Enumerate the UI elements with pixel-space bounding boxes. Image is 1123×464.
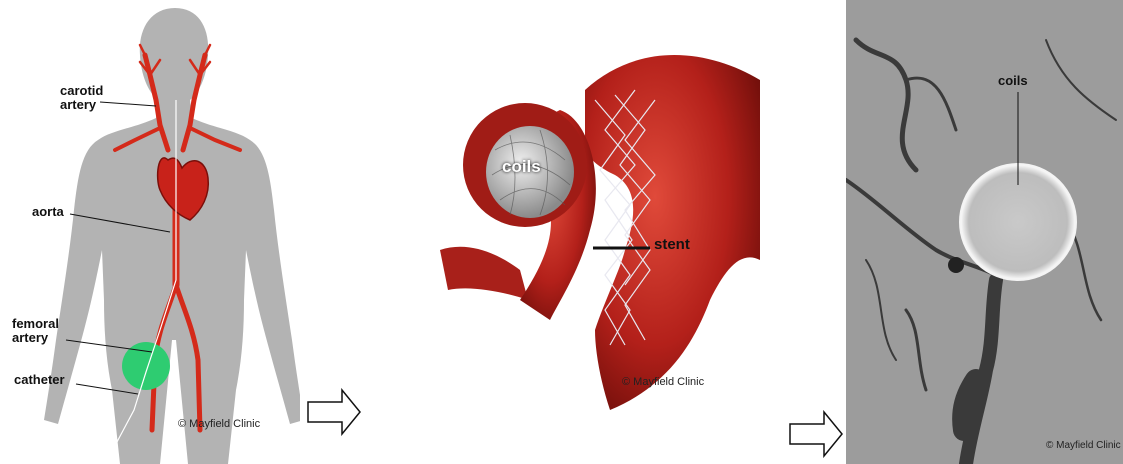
body-silhouette [0, 0, 300, 464]
stent-label: stent [654, 238, 690, 252]
stent-coil-illustration-panel: coils stent © Mayfield Clinic [410, 0, 760, 464]
arrow-right-icon [306, 388, 362, 436]
arrow-right-icon [788, 410, 844, 458]
aorta-label: aorta [32, 205, 64, 219]
angiogram-image [846, 0, 1123, 464]
copyright-1: © Mayfield Clinic [178, 418, 260, 430]
vessel-illustration [410, 0, 760, 464]
catheter-label: catheter [14, 373, 65, 387]
coils-label-illustration: coils [502, 160, 541, 174]
copyright-3: © Mayfield Clinic [1046, 440, 1121, 451]
angiogram-panel: coils © Mayfield Clinic [846, 0, 1123, 464]
coils-label-angiogram: coils [998, 74, 1028, 88]
copyright-2: © Mayfield Clinic [622, 376, 704, 388]
